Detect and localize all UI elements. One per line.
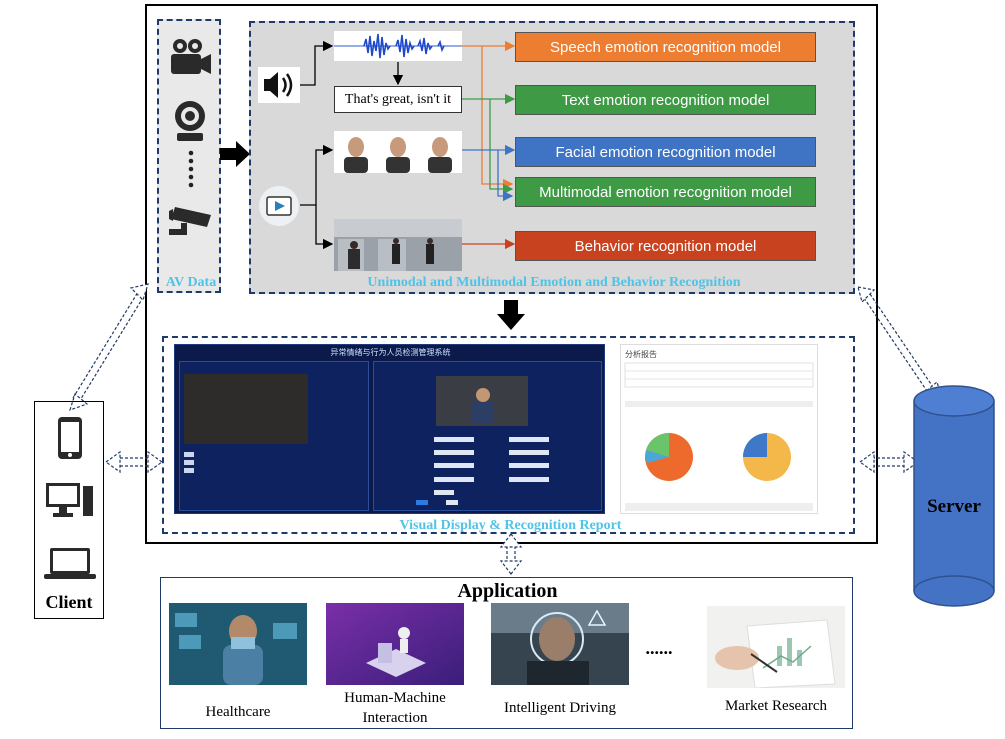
video-player-icon: [259, 186, 299, 226]
speaker-icon: [258, 67, 300, 103]
dashboard-screenshot: 异常情绪与行为人员检测管理系统: [174, 344, 605, 514]
server-cylinder: [913, 385, 995, 607]
webcam-icon: [175, 101, 205, 141]
client-box: Client: [34, 401, 104, 619]
video-preview: [436, 376, 528, 426]
behavior-scene-image: [334, 219, 462, 271]
video-camera-icon: [171, 39, 211, 74]
cctv-camera-icon: [169, 207, 211, 235]
server-label: Server: [927, 496, 981, 517]
application-box: Application: [160, 577, 853, 729]
more-applications: ......: [645, 638, 673, 658]
healthcare-image: [169, 603, 307, 685]
facial-model-box: Facial emotion recognition model: [515, 137, 816, 167]
dashboard-right-panel: [373, 361, 602, 511]
human-machine-interaction-image: [326, 603, 464, 685]
multimodal-model-box: Multimodal emotion recognition model: [515, 177, 816, 207]
application-title: Application: [457, 580, 558, 602]
text-model-box: Text emotion recognition model: [515, 85, 816, 115]
behavior-model-box: Behavior recognition model: [515, 231, 816, 261]
display-title: Visual Display & Recognition Report: [399, 518, 622, 533]
recognition-title: Unimodal and Multimodal Emotion and Beha…: [367, 275, 741, 290]
laptop-icon: [44, 548, 96, 579]
market-research-image: [707, 606, 845, 689]
market-research-label: Market Research: [724, 698, 828, 714]
audio-waveform: [334, 31, 462, 61]
report-title: 分析报告: [625, 350, 657, 359]
system-title: 异常情绪与行为人员检测管理系统: [330, 348, 451, 357]
dashboard-left-panel: [179, 361, 369, 511]
av-data-label: AV Data: [165, 275, 217, 290]
human-machine-interaction-label: Human-Machine Interaction: [344, 690, 446, 726]
report-screenshot: 分析报告: [620, 344, 818, 514]
right-arrow-icon: [220, 141, 250, 167]
intelligent-driving-image: [491, 603, 629, 685]
healthcare-label: Healthcare: [205, 704, 271, 720]
camera-feed: [184, 374, 308, 444]
display-box: 异常情绪与行为人员检测管理系统 分析报告: [162, 336, 855, 534]
av-data-box: AV Data: [157, 19, 221, 293]
facial-expression-image: [334, 131, 462, 173]
smartphone-icon: [58, 417, 82, 459]
transcript-text: That's great, isn't it: [334, 86, 462, 113]
speech-model-box: Speech emotion recognition model: [515, 32, 816, 62]
desktop-computer-icon: [46, 483, 93, 517]
more-devices-icon: [188, 150, 194, 188]
intelligent-driving-label: Intelligent Driving: [503, 700, 617, 716]
client-label: Client: [45, 592, 93, 612]
down-arrow-icon: [497, 300, 525, 330]
report-charts: [624, 362, 814, 511]
